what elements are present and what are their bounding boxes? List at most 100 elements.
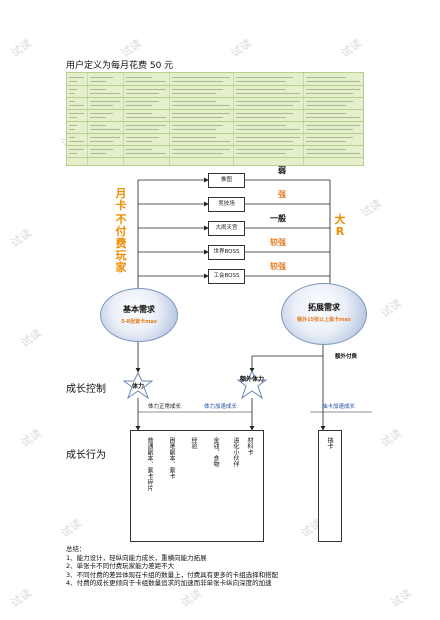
behavior-box-draw: 抽卡: [318, 430, 342, 542]
thumbnail-text-line: [306, 129, 353, 130]
thumbnail-text-line: [126, 105, 152, 106]
thumbnail-text-line: [126, 149, 152, 150]
thumbnail-text-line: [306, 125, 360, 126]
thumbnail-text-line: [236, 101, 300, 102]
mode-strength: 较强: [270, 238, 286, 247]
thumbnail-text-line: [236, 77, 293, 78]
thumbnail-text-line: [172, 117, 223, 118]
summary-heading: 总结：: [66, 545, 86, 553]
thumbnail-text-line: [236, 125, 286, 126]
thumbnail-text-line: [172, 81, 223, 82]
thumbnail-text-line: [126, 93, 159, 94]
thumbnail-text-line: [306, 113, 346, 114]
growth-control-heading: 成长控制: [66, 384, 106, 395]
behavior-item: 材料卡: [246, 437, 253, 455]
behavior-item: 金钱、食物: [212, 437, 219, 467]
thumbnail-text-line: [69, 81, 77, 82]
thumbnail-text-line: [126, 129, 159, 130]
thumbnail-text-line: [69, 117, 77, 118]
mode-box: 大闹天宫: [208, 221, 245, 236]
stamina-label: 体力: [131, 383, 144, 390]
thumbnail-text-line: [126, 101, 159, 102]
thumbnail-text-line: [236, 141, 293, 142]
thumbnail-text-line: [90, 113, 113, 114]
behavior-item: 困难副本、紫卡: [168, 437, 175, 479]
thumbnail-text-line: [306, 141, 346, 142]
mode-strength: 强: [278, 190, 286, 199]
thumbnail-text-line: [90, 149, 113, 150]
thumbnail-text-line: [172, 125, 223, 126]
spreadsheet-thumbnail: [66, 72, 364, 166]
behavior-item: 普通副本、紫卡碎片: [146, 437, 153, 491]
thumbnail-text-line: [69, 149, 84, 150]
thumbnail-text-line: [236, 117, 286, 118]
thumbnail-text-line: [69, 125, 77, 126]
thumbnail-text-line: [126, 153, 166, 154]
thumbnail-text-line: [69, 153, 77, 154]
basic-need-circle: 基本需求 5-8张紫卡max: [100, 288, 178, 342]
summary-line: 1、能力设计，轻纵向能力成长，重横向能力拓展: [66, 553, 207, 562]
thumbnail-text-line: [90, 129, 120, 130]
thumbnail-text-line: [306, 117, 360, 118]
mode-strength: 一般: [270, 214, 286, 223]
behavior-item: 进化小伙伴: [232, 437, 239, 467]
thumbnail-text-line: [172, 149, 230, 150]
thumbnail-text-line: [306, 137, 353, 138]
extended-need-subtitle: 额外15张以上紫卡max: [297, 317, 351, 323]
extra-stamina-label: 额外体力: [239, 376, 264, 383]
thumbnail-text-line: [236, 153, 286, 154]
mode-strength: 弱: [278, 166, 286, 175]
mode-box: 世界BOSS: [208, 245, 245, 260]
big-r-label: 大R: [334, 213, 346, 238]
mode-strength: 较强: [270, 262, 286, 271]
thumbnail-text-line: [90, 77, 113, 78]
thumbnail-text-line: [90, 137, 120, 138]
summary: 总结： 1、能力设计，轻纵向能力成长，重横向能力拓展 2、单张卡不同付费玩家能力…: [66, 545, 396, 588]
summary-line: 2、单张卡不同付费玩家能力差距不大: [66, 562, 175, 570]
mode-box: 竞技场: [208, 197, 245, 212]
behavior-box-main: 普通副本、紫卡碎片困难副本、紫卡经验金钱、食物进化小伙伴材料卡: [130, 430, 264, 542]
thumbnail-text-line: [69, 113, 84, 114]
thumbnail-text-line: [126, 81, 166, 82]
basic-need-title: 基本需求: [123, 305, 155, 314]
growth-behavior-heading: 成长行为: [66, 450, 106, 461]
thumbnail-text-line: [126, 141, 152, 142]
stamina-normal-growth: 体力正常成长: [148, 404, 182, 410]
thumbnail-text-line: [306, 105, 346, 106]
thumbnail-text-line: [172, 137, 216, 138]
thumbnail-text-line: [172, 153, 223, 154]
thumbnail-text-line: [126, 77, 152, 78]
thumbnail-text-line: [90, 105, 113, 106]
thumbnail-text-line: [90, 81, 106, 82]
thumbnail-text-line: [69, 101, 75, 102]
thumbnail-text-line: [126, 89, 166, 90]
extra-pay-label: 额外付费: [335, 354, 358, 360]
thumbnail-text-line: [90, 101, 120, 102]
extended-need-circle: 拓展需求 额外15张以上紫卡max: [281, 283, 367, 345]
draw-fast-growth: 抽卡加速成长: [322, 404, 356, 410]
page-title: 用户定义为每月花费 50 元: [66, 61, 174, 71]
thumbnail-text-line: [172, 113, 230, 114]
thumbnail-text-line: [90, 93, 120, 94]
thumbnail-text-line: [236, 113, 293, 114]
thumbnail-text-line: [172, 93, 216, 94]
extended-need-title: 拓展需求: [308, 303, 340, 312]
thumbnail-text-line: [236, 81, 286, 82]
thumbnail-text-line: [90, 125, 106, 126]
thumbnail-text-line: [172, 101, 216, 102]
thumbnail-text-line: [69, 89, 77, 90]
thumbnail-text-line: [90, 89, 106, 90]
thumbnail-text-line: [172, 89, 223, 90]
basic-need-subtitle: 5-8张紫卡max: [121, 319, 157, 325]
thumbnail-text-line: [69, 93, 75, 94]
thumbnail-text-line: [172, 77, 230, 78]
thumbnail-text-line: [236, 137, 300, 138]
summary-line: 4、付费的成长更倾向于卡组数量追求的加速而非单张卡纵向深度的加速: [66, 579, 272, 587]
stamina-star-icon: [122, 372, 154, 400]
non-paying-label: 不付费玩家: [115, 213, 127, 274]
thumbnail-text-line: [69, 137, 75, 138]
mode-box: 推图: [208, 173, 245, 188]
thumbnail-text-line: [126, 137, 159, 138]
thumbnail-text-line: [306, 89, 360, 90]
